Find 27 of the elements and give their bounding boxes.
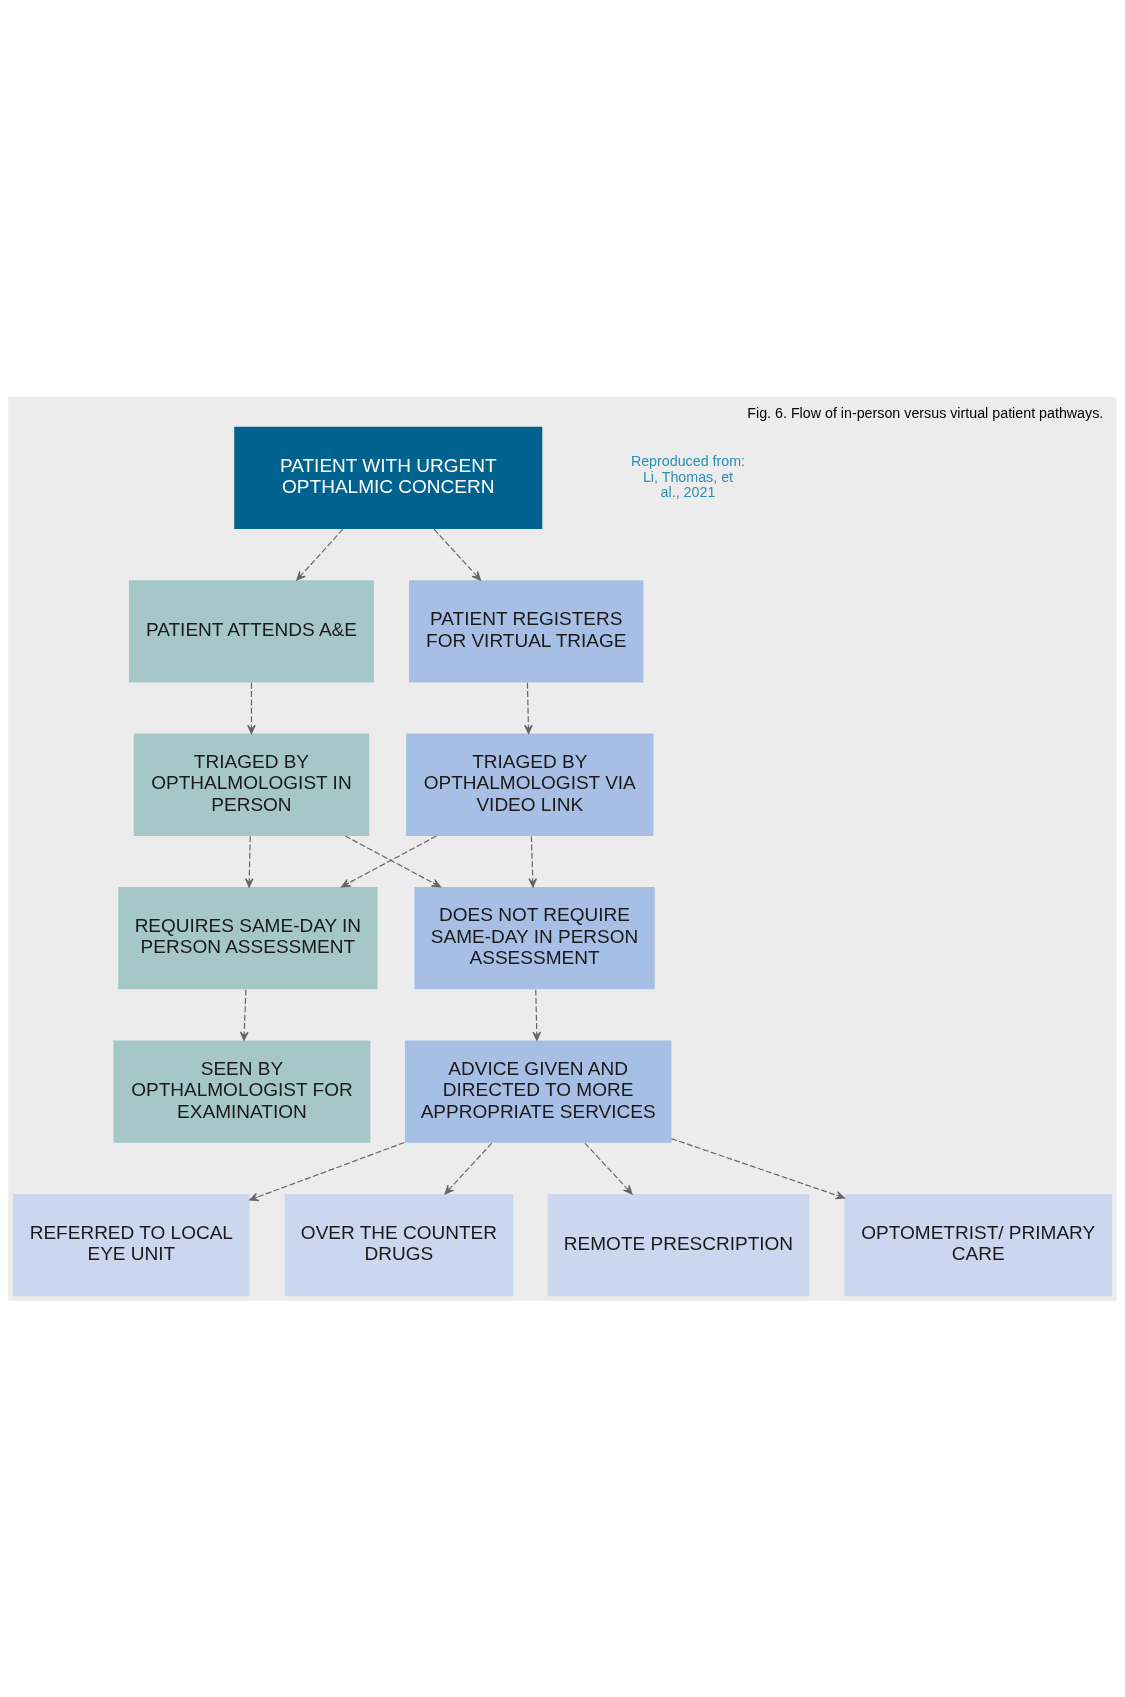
arrow [247,681,256,734]
node-box: OVER THE COUNTER DRUGS [284,1193,514,1296]
node-box: OPTOMETRIST/ PRIMARY CARE [844,1193,1113,1296]
arrow [532,988,542,1041]
node-box: PATIENT WITH URGENT OPTHALMIC CONCERN [234,426,543,529]
label: Reproduced from: Li, Thomas, et al., 2021 [630,452,746,500]
node-box: PATIENT REGISTERS FOR VIRTUAL TRIAGE [409,579,644,682]
arrow [528,835,538,888]
arrow [524,681,533,734]
arrow [244,835,254,888]
node-box: DOES NOT REQUIRE SAME-DAY IN PERSON ASSESSMENT [414,886,655,989]
node-box: TRIAGED BY OPTHALMOLOGIST IN PERSON [133,733,370,836]
arrow [296,528,344,581]
arrow [249,1141,405,1201]
node-box: REMOTE PRESCRIPTION [547,1193,810,1296]
arrow [433,528,482,581]
node-box: PATIENT ATTENDS A&E [128,579,374,682]
caption: Fig. 6. Flow of in-person versus virtual patient pathways. [747,404,1104,421]
arrow [444,1142,493,1194]
node-box: SEEN BY OPTHALMOLOGIST FOR EXAMINATION [113,1040,371,1143]
node-box: REQUIRES SAME-DAY IN PERSON ASSESSMENT [118,886,378,989]
node-box: REFERRED TO LOCAL EYE UNIT [12,1193,250,1296]
node-box: TRIAGED BY OPTHALMOLOGIST VIA VIDEO LINK [406,733,654,836]
arrow [670,1137,845,1199]
arrow [584,1142,633,1194]
node-box: ADVICE GIVEN AND DIRECTED TO MORE APPROPRIATE SERVICES [404,1040,672,1143]
arrow [239,988,249,1041]
